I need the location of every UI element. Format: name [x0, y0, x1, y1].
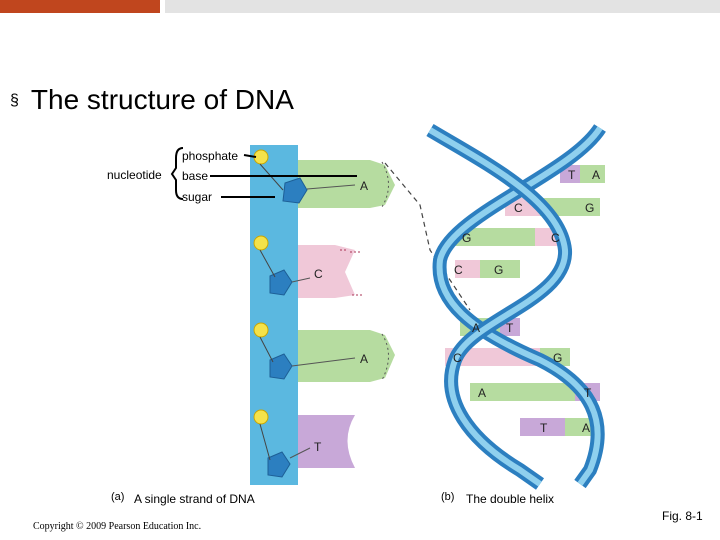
- strand-base-1: A: [360, 179, 368, 193]
- label-pointers: [170, 147, 357, 200]
- helix-strand-2-highlight: [428, 127, 569, 487]
- helix-base: A: [592, 168, 600, 182]
- phosphate-circle: [253, 409, 269, 425]
- strand-base-4: T: [314, 440, 322, 454]
- figure-number: Fig. 8-1: [662, 509, 703, 523]
- base-label: base: [182, 169, 209, 183]
- helix-base: A: [478, 386, 486, 400]
- top-accent-bar: [0, 0, 160, 13]
- helix-base: G: [494, 263, 503, 277]
- helix-base: C: [551, 231, 560, 245]
- helix-base: G: [553, 351, 562, 365]
- strand-base-3: A: [360, 352, 368, 366]
- helix-base: G: [585, 201, 594, 215]
- copyright-notice: Copyright © 2009 Pearson Education Inc.: [33, 521, 202, 532]
- caption-a-marker: (a): [111, 491, 125, 503]
- nucleotide-label: nucleotide: [107, 168, 162, 182]
- nucleotide-c: [269, 245, 362, 298]
- nucleotide-a-mid: [269, 330, 395, 382]
- helix-base: C: [514, 201, 523, 215]
- helix-base: T: [540, 421, 548, 435]
- strand-base-2: C: [314, 267, 323, 281]
- helix-base: T: [568, 168, 576, 182]
- phosphate-label: phosphate: [182, 149, 239, 163]
- title-text: The structure of DNA: [30, 84, 294, 115]
- helix-base: C: [454, 263, 463, 277]
- helix-base: G: [462, 231, 471, 245]
- helix-base: C: [453, 351, 462, 365]
- strand-to-helix-link: [384, 162, 471, 311]
- sugar-label: sugar: [182, 190, 213, 204]
- slide-title: § The structure of DNA: [10, 84, 294, 116]
- phosphate-circle: [253, 322, 269, 338]
- helix-base: T: [584, 386, 592, 400]
- caption-b-marker: (b): [441, 491, 455, 503]
- helix-base: A: [472, 321, 480, 335]
- helix-base: T: [506, 321, 514, 335]
- caption-a-text: A single strand of DNA: [134, 492, 255, 506]
- nucleotide-t: [267, 415, 355, 478]
- bullet-icon: §: [10, 92, 19, 109]
- top-gray-bar: [165, 0, 720, 13]
- nucleotide-a-top: [282, 160, 395, 208]
- phosphate-circle: [253, 235, 269, 251]
- caption-b-text: The double helix: [466, 492, 555, 506]
- phosphate-circle: [253, 149, 269, 165]
- helix-base: A: [582, 421, 590, 435]
